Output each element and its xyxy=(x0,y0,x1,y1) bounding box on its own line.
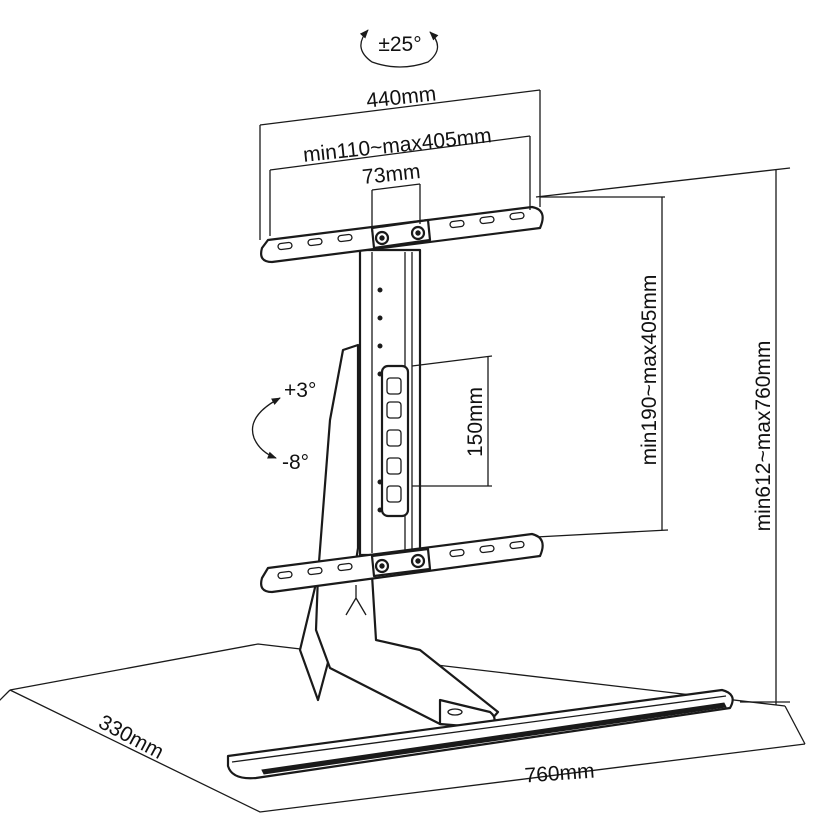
top-width-label: 440mm xyxy=(365,82,437,112)
front-base-bar xyxy=(226,688,734,780)
swivel-angle-label: ±25° xyxy=(378,33,421,56)
vertical-range-label: min190~max405mm xyxy=(638,275,661,466)
tilt-indicator xyxy=(251,397,281,459)
top-mount-arm xyxy=(260,205,544,264)
horizontal-range-label: min110~max405mm xyxy=(302,124,493,167)
swivel-indicator xyxy=(359,29,439,68)
vertical-bracket xyxy=(380,364,410,518)
spacing-label: 150mm xyxy=(464,387,487,457)
inner-spacing-dimension xyxy=(411,355,493,487)
depth-dimension-lines xyxy=(0,689,11,701)
base-width-label: 760mm xyxy=(524,760,595,788)
height-range-label: min612~max760mm xyxy=(752,341,775,532)
height-dimension-lines xyxy=(535,167,791,705)
floor-footprint xyxy=(9,643,806,813)
support-leg xyxy=(298,343,500,730)
tilt-down-label: -8° xyxy=(282,451,309,474)
tilt-up-label: +3° xyxy=(284,379,316,402)
top-dimension-lines xyxy=(259,89,541,240)
bottom-mount-arm xyxy=(260,532,544,594)
